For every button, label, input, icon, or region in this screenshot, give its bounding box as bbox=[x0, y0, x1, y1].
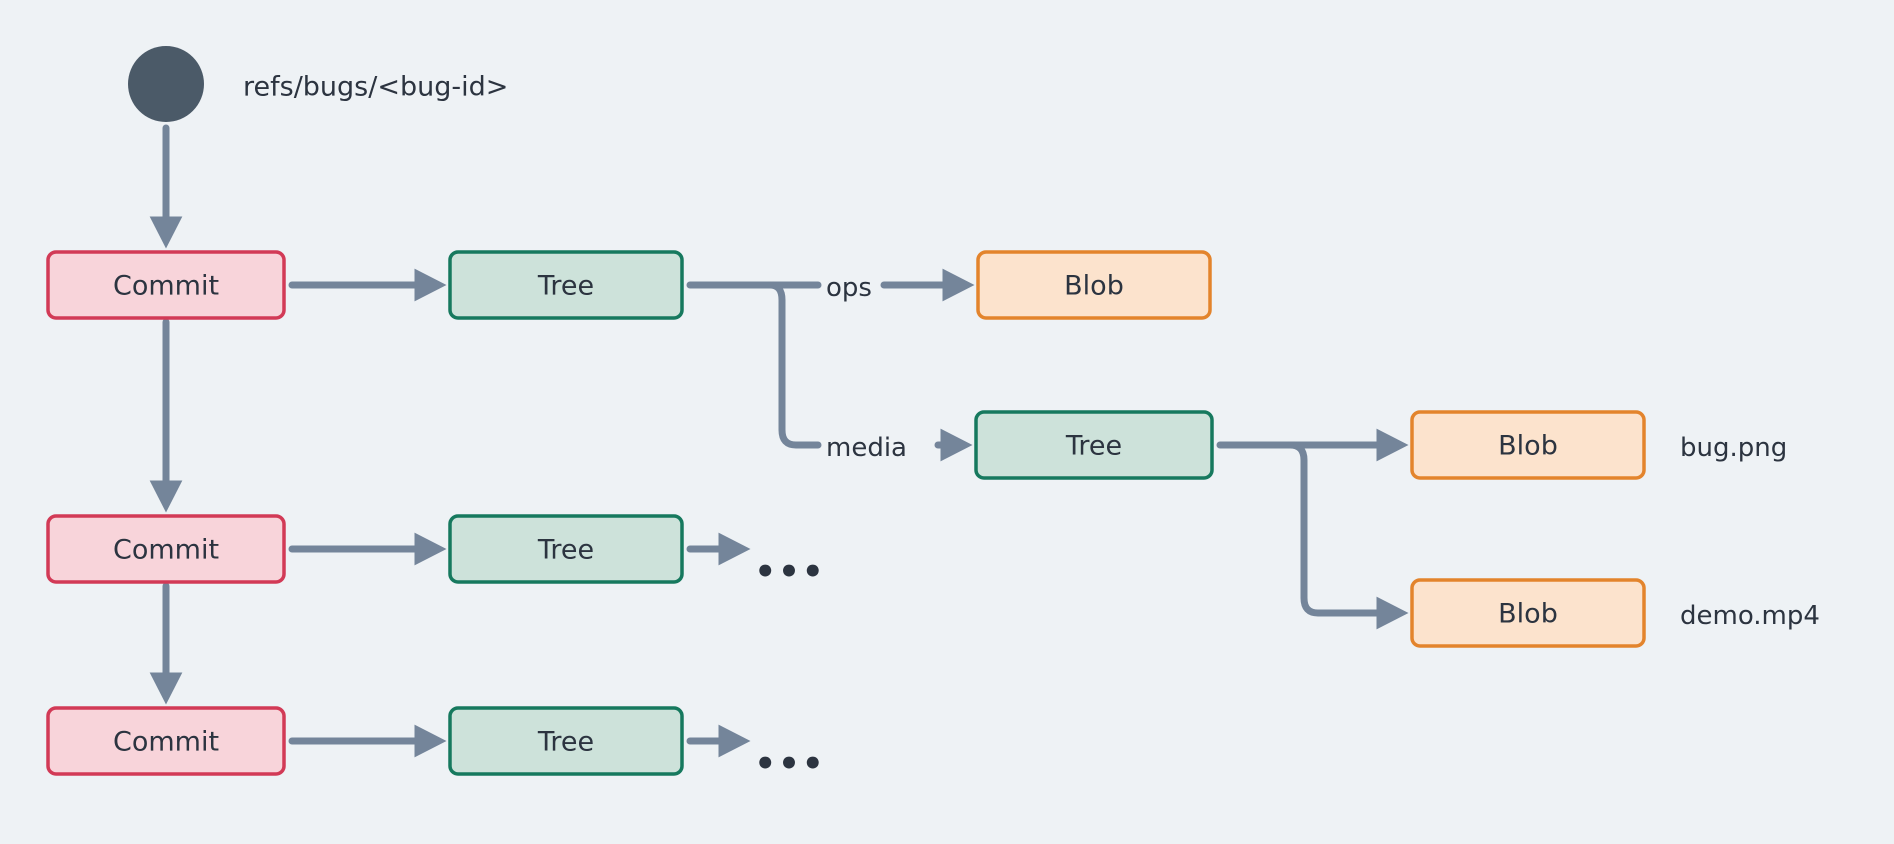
ref-pointer-dot bbox=[128, 46, 204, 122]
side-label-bug-png: bug.png bbox=[1680, 433, 1787, 463]
blob-node-ops-label: Blob bbox=[1064, 271, 1124, 302]
edge-label-ops: ops bbox=[826, 273, 872, 303]
tree-node-3[interactable]: Tree bbox=[448, 706, 684, 776]
commit-node-3-box bbox=[46, 706, 286, 776]
tree-node-2-label: Tree bbox=[537, 535, 594, 566]
blob-node-ops-box bbox=[976, 250, 1212, 320]
edge-label-media: media bbox=[826, 433, 907, 463]
blob-node-bug-png[interactable]: Blob bbox=[1410, 410, 1646, 480]
blob-node-demo-mp4-label: Blob bbox=[1498, 599, 1558, 630]
commit-node-1-label: Commit bbox=[113, 271, 219, 302]
commit-node-2-box bbox=[46, 514, 286, 584]
tree-node-media[interactable]: Tree bbox=[974, 410, 1214, 480]
tree-node-1-box bbox=[448, 250, 684, 320]
tree-node-1-label: Tree bbox=[537, 271, 594, 302]
blob-node-demo-mp4[interactable]: Blob bbox=[1410, 578, 1646, 648]
commit-node-1-box bbox=[46, 250, 286, 320]
ref-label: refs/bugs/<bug-id> bbox=[243, 72, 508, 103]
blob-node-demo-mp4-box bbox=[1410, 578, 1646, 648]
blob-node-ops[interactable]: Blob bbox=[976, 250, 1212, 320]
tree-node-1[interactable]: Tree bbox=[448, 250, 684, 320]
commit-node-2-label: Commit bbox=[113, 535, 219, 566]
tree-node-media-box bbox=[974, 410, 1214, 480]
tree-node-3-label: Tree bbox=[537, 727, 594, 758]
tree-node-2-box bbox=[448, 514, 684, 584]
ellipsis-row2: ••• bbox=[754, 552, 825, 592]
edge-tree-media-to-blob-demo-mp4 bbox=[1286, 441, 1409, 630]
commit-node-3[interactable]: Commit bbox=[46, 706, 286, 776]
side-label-demo-mp4: demo.mp4 bbox=[1680, 601, 1820, 631]
tree-node-3-box bbox=[448, 706, 684, 776]
commit-node-1[interactable]: Commit bbox=[46, 250, 286, 320]
blob-node-bug-png-label: Blob bbox=[1498, 431, 1558, 462]
tree-node-media-label: Tree bbox=[1065, 431, 1122, 462]
tree-node-2[interactable]: Tree bbox=[448, 514, 684, 584]
commit-node-2[interactable]: Commit bbox=[46, 514, 286, 584]
ellipsis-row3: ••• bbox=[754, 744, 825, 784]
commit-node-3-label: Commit bbox=[113, 727, 219, 758]
edge-tree-1-to-media-elbow bbox=[766, 281, 822, 449]
blob-node-bug-png-box bbox=[1410, 410, 1646, 480]
